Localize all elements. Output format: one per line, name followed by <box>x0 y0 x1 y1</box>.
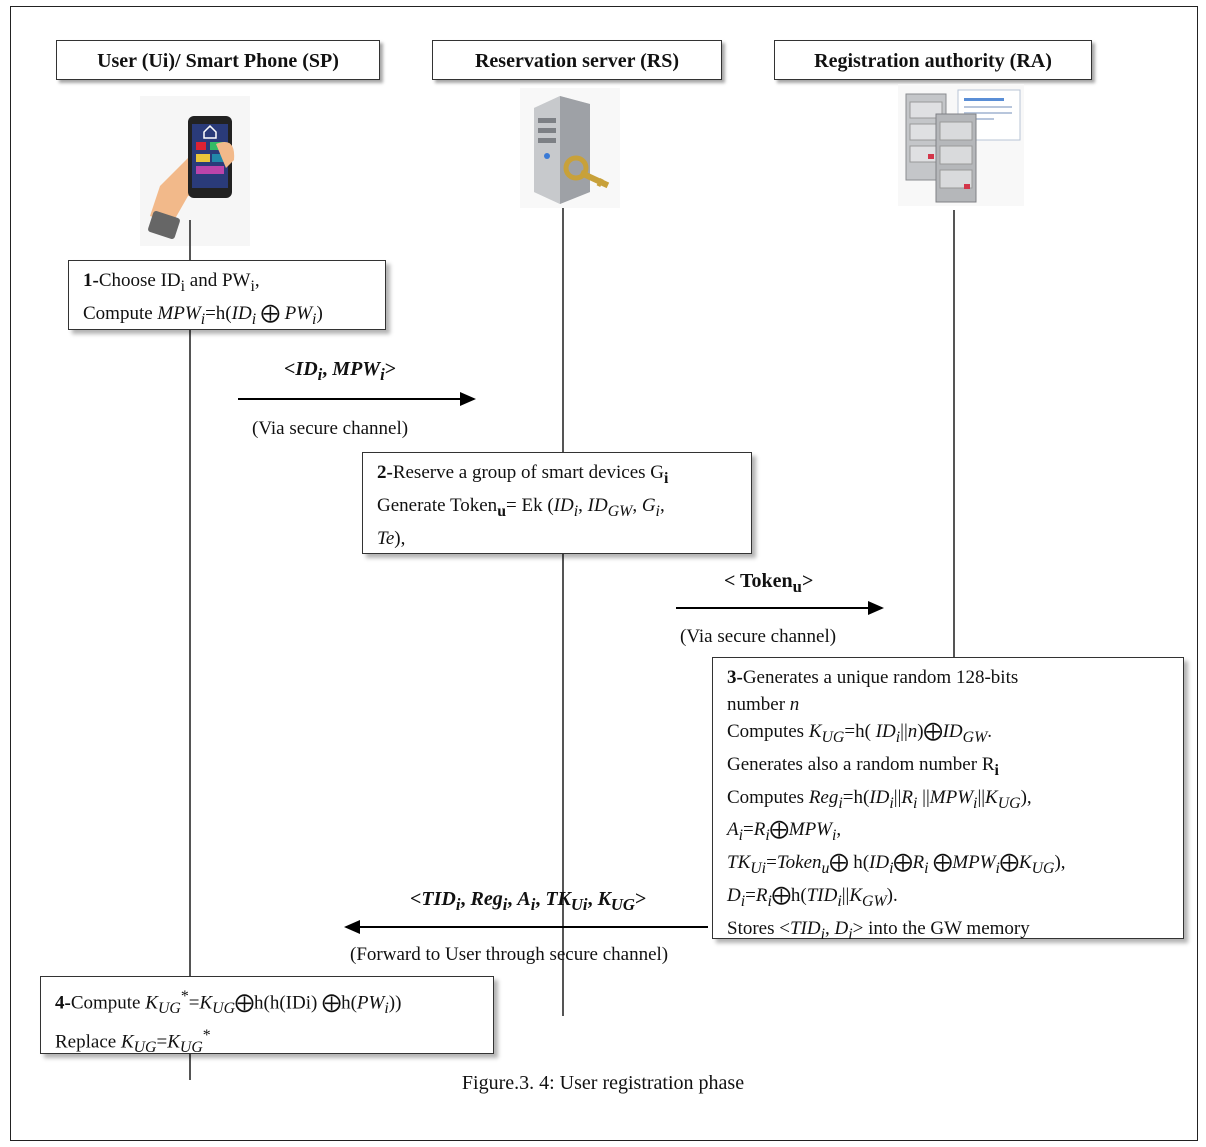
step3-line8: Di=Ri⨁h(TIDi||KGW). <box>727 884 898 910</box>
message2-arrow <box>676 601 884 615</box>
step4-line1: 4-Compute KUG*=KUG⨁h(h(IDi) ⨁h(PWi)) <box>55 988 402 1018</box>
actor-user: User (Ui)/ Smart Phone (SP) <box>56 40 380 80</box>
step2-box: 2-Reserve a group of smart devices Gi Ge… <box>362 452 752 554</box>
step3-line3: Computes KUG=h( IDi||n)⨁IDGW. <box>727 721 993 746</box>
step2-line3: Te), <box>377 527 406 549</box>
lifeline-reservation-server <box>562 208 564 1016</box>
step3-line2: number n <box>727 694 800 715</box>
step3-line7: TKUi=Tokenu⨁ h(IDi⨁Ri ⨁MPWi⨁KUG), <box>727 852 1066 877</box>
step1-box: 1-Choose IDi and PWi, Compute MPWi=h(IDi… <box>68 260 386 330</box>
step2-line1: 2-Reserve a group of smart devices Gi <box>377 462 669 487</box>
step3-line1: 3-Generates a unique random 128-bits <box>727 667 1019 688</box>
lifeline-user <box>189 220 191 1080</box>
figure-frame <box>10 6 1198 1141</box>
server-with-key-icon <box>520 88 620 208</box>
step3-line6: Ai=Ri⨁MPWi, <box>727 819 842 845</box>
message2-label: < Tokenu> <box>724 570 814 596</box>
step3-line9: Stores <TIDi, Di> into the GW memory <box>727 917 1030 943</box>
message1-arrow <box>238 392 476 406</box>
actor-registration-authority: Registration authority (RA) <box>774 40 1092 80</box>
step1-line2: Compute MPWi=h(IDi ⨁ PWi) <box>83 302 323 328</box>
lifeline-registration-authority <box>953 210 955 658</box>
smartphone-in-hand-icon <box>140 96 250 246</box>
step1-line1: 1-Choose IDi and PWi, <box>83 270 260 295</box>
server-rack-certificate-icon <box>898 84 1024 206</box>
step4-box: 4-Compute KUG*=KUG⨁h(h(IDi) ⨁h(PWi)) Rep… <box>40 976 494 1056</box>
message3-label: <TIDi, Regi, Ai, TKUi, KUG> <box>410 888 647 914</box>
message1-note: (Via secure channel) <box>252 418 409 439</box>
step3-line5: Computes Regi=h(IDi||Ri ||MPWi||KUG), <box>727 786 1032 812</box>
step4-line2: Replace KUG=KUG* <box>55 1027 211 1057</box>
message2-note: (Via secure channel) <box>680 626 837 647</box>
step3-line4: Generates also a random number Ri <box>727 753 999 779</box>
message1-label: <IDi, MPWi> <box>284 358 397 384</box>
figure-caption: Figure.3. 4: User registration phase <box>461 1072 745 1094</box>
message3-note: (Forward to User through secure channel) <box>350 944 669 965</box>
actor-reservation-server: Reservation server (RS) <box>432 40 722 80</box>
message3-arrow <box>344 920 708 934</box>
step2-line2: Generate Tokenu= Ek (IDi, IDGW, Gi, <box>377 494 665 520</box>
step3-box: 3-Generates a unique random 128-bits num… <box>712 657 1184 943</box>
